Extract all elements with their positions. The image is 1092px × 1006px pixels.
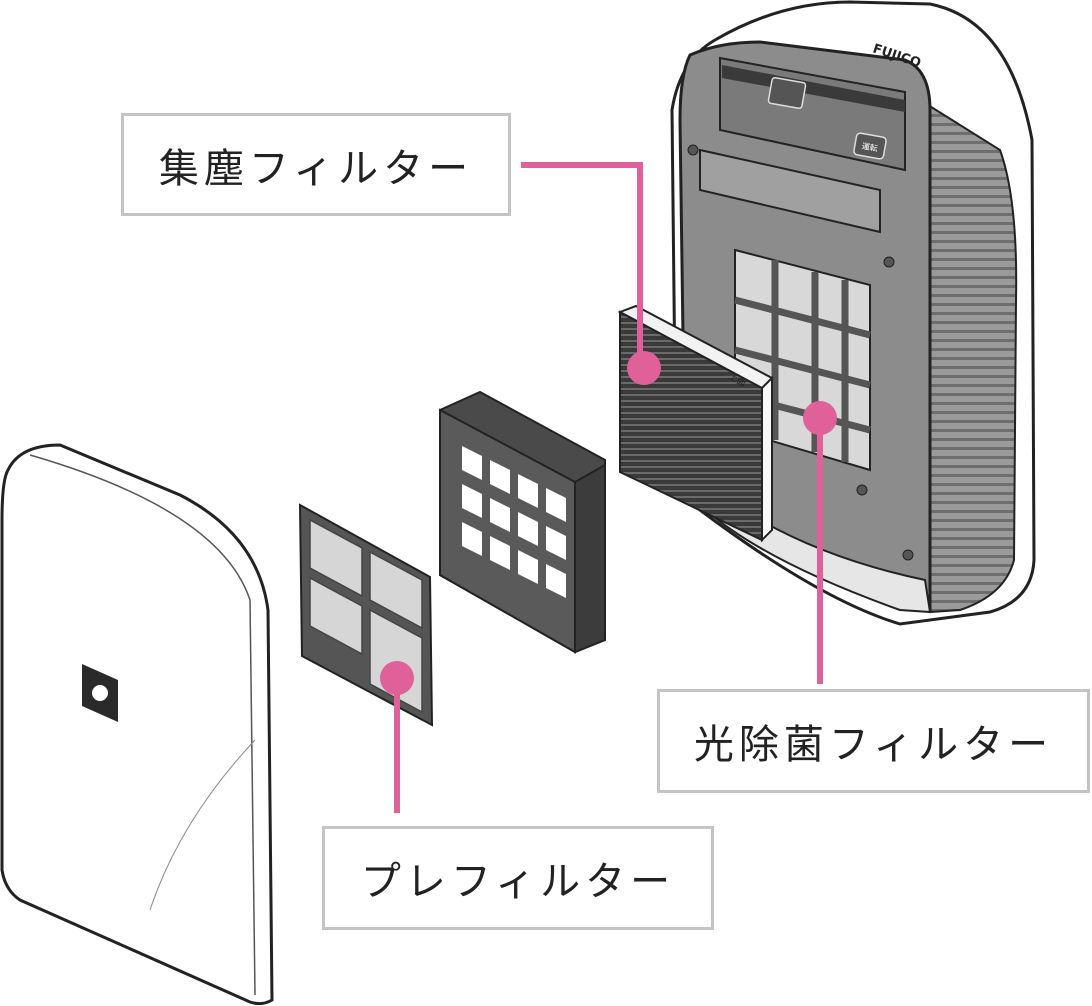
photo-filter-frame — [439, 390, 606, 654]
callout-photo — [803, 401, 837, 684]
air-purifier-body: FUJICO 運転 — [670, 0, 1036, 626]
panel-run-button — [853, 132, 887, 160]
label-pre-filter-text: プレフィルター — [360, 859, 676, 905]
pre-filter — [298, 503, 434, 727]
panel-run-label: 運転 — [861, 142, 878, 154]
label-dust-filter: 集塵フィルター — [121, 113, 511, 216]
label-photo-filter-text: 光除菌フィルター — [693, 722, 1054, 768]
label-pre-filter: プレフィルター — [322, 826, 714, 930]
callout-dust — [521, 162, 661, 385]
front-cover — [0, 443, 274, 1006]
callout-pre — [380, 661, 414, 813]
label-dust-filter-text: 集塵フィルター — [158, 145, 474, 192]
callout-dot-dust — [627, 351, 661, 385]
label-photo-filter: 光除菌フィルター — [657, 689, 1090, 793]
panel-filter-indicator — [767, 76, 807, 110]
callout-dot-pre — [380, 661, 414, 695]
callout-dot-photo — [803, 401, 837, 435]
